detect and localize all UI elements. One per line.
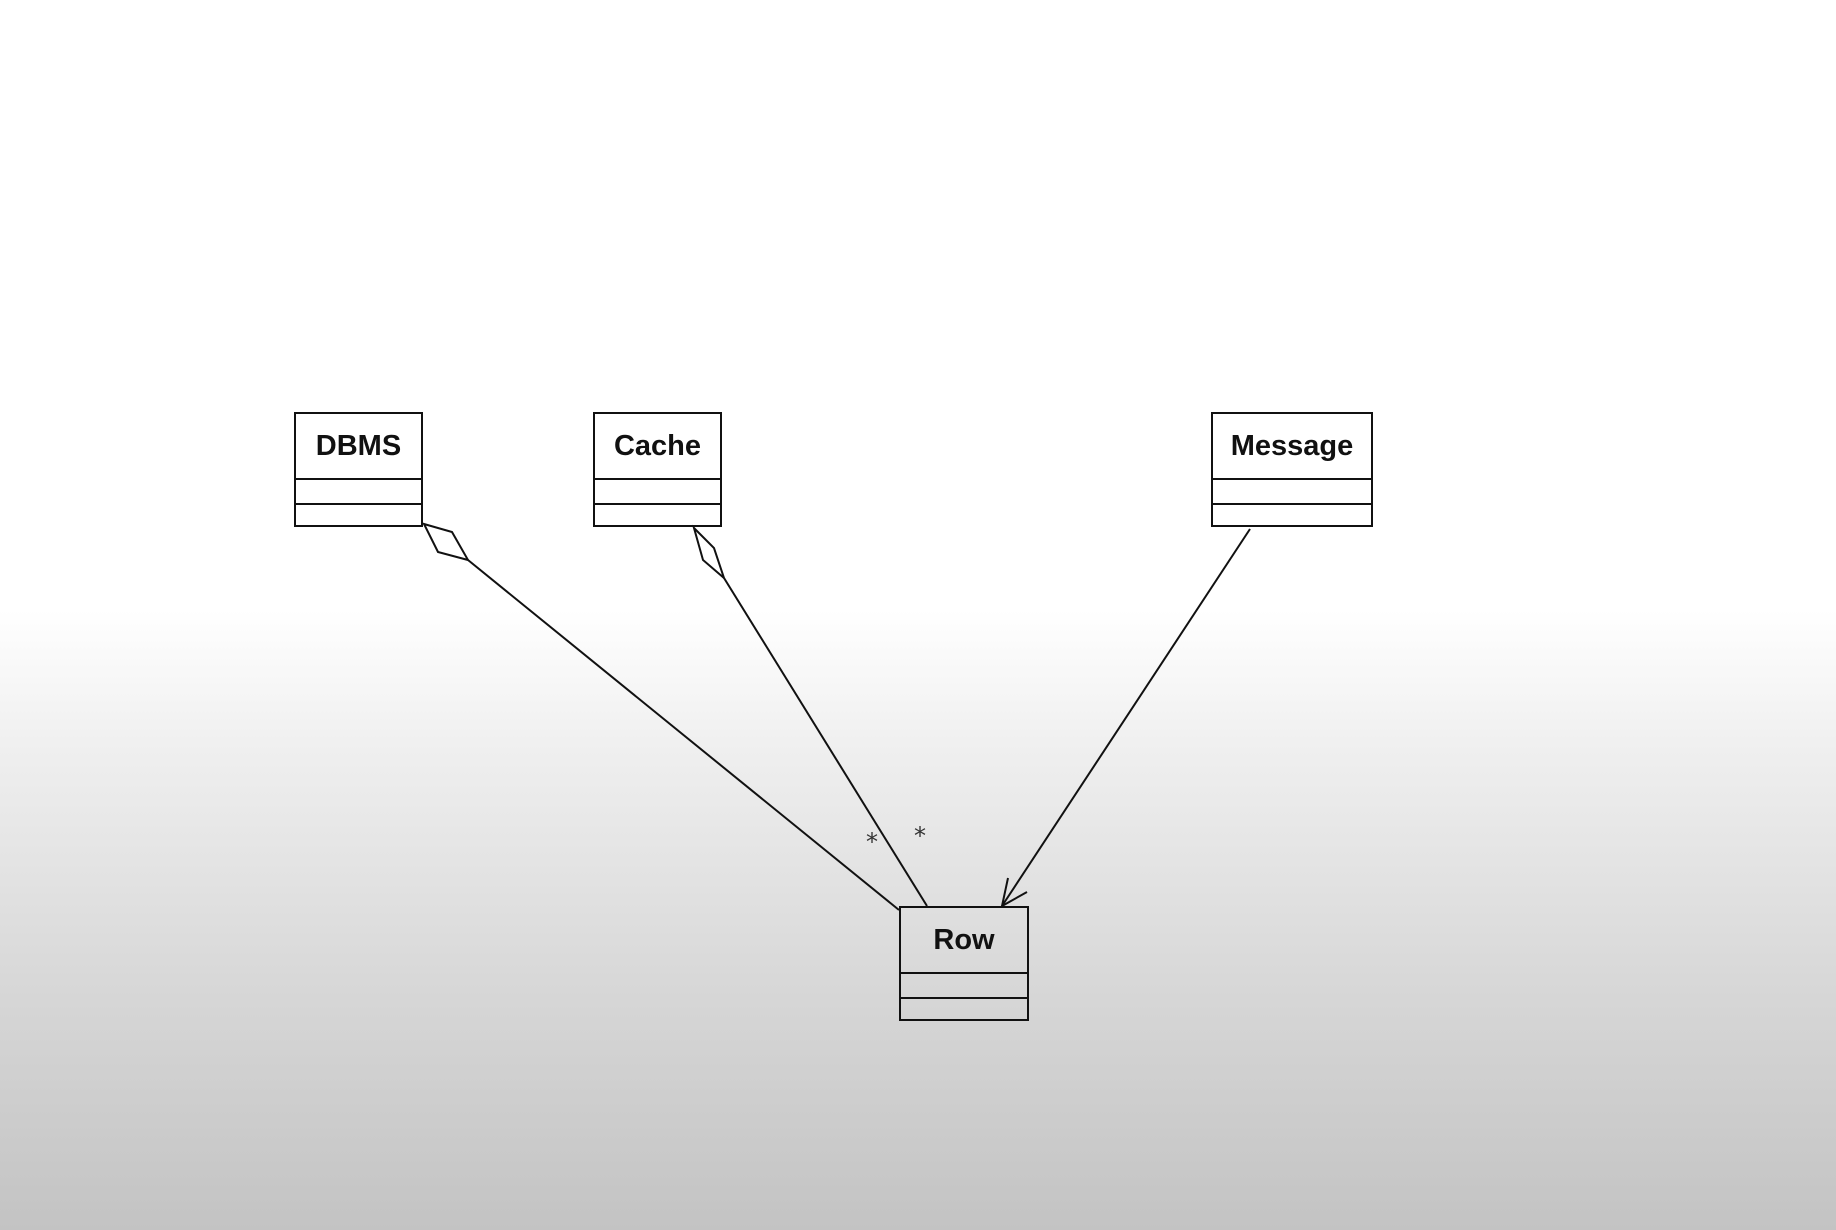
attributes-compartment-dbms	[296, 478, 421, 504]
aggregation-diamond-dbms	[422, 522, 471, 562]
association-line-message-row	[1001, 528, 1251, 907]
aggregation-diamond-cache	[692, 524, 727, 582]
aggregation-cache-row[interactable]	[692, 524, 928, 907]
class-name-dbms: DBMS	[315, 429, 402, 462]
class-name-row: Row	[933, 923, 995, 956]
class-message[interactable]: Message	[1211, 412, 1373, 527]
operations-compartment-message	[1213, 503, 1371, 527]
class-row[interactable]: Row	[899, 906, 1029, 1021]
multiplicity-label-cache-row: *	[914, 822, 926, 850]
class-cache[interactable]: Cache	[593, 412, 722, 527]
class-dbms[interactable]: DBMS	[294, 412, 423, 527]
attributes-compartment-row	[901, 972, 1027, 998]
association-line-dbms-row	[467, 559, 900, 911]
attributes-compartment-cache	[595, 478, 720, 504]
association-line-cache-row	[723, 577, 928, 907]
multiplicity-label-dbms-row: *	[866, 828, 878, 856]
class-name-cache: Cache	[613, 429, 702, 462]
operations-compartment-row	[901, 997, 1027, 1021]
operations-compartment-cache	[595, 503, 720, 527]
association-message-row[interactable]	[1000, 528, 1251, 908]
operations-compartment-dbms	[296, 503, 421, 527]
class-name-message: Message	[1230, 429, 1354, 462]
aggregation-dbms-row[interactable]	[422, 522, 900, 911]
attributes-compartment-message	[1213, 478, 1371, 504]
